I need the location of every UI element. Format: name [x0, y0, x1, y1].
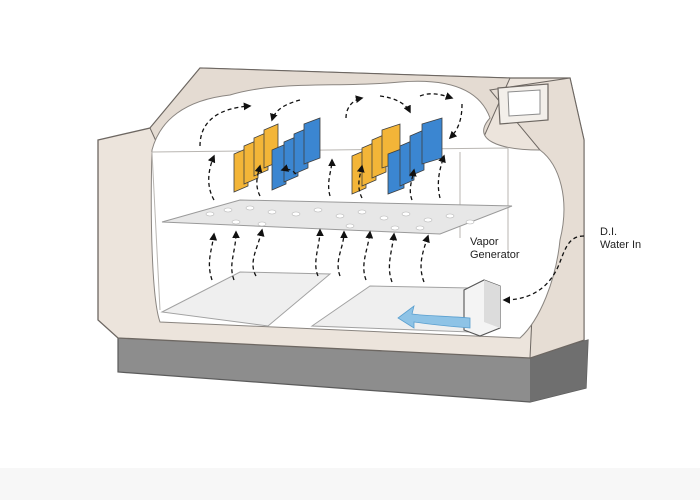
- dashed-flow-arrow-icon: [199, 92, 585, 304]
- vapor-generator-unit: [463, 279, 501, 337]
- vapor-generator-label: Vapor Generator: [470, 236, 520, 261]
- perforated-shelf: [161, 199, 513, 235]
- control-box: [497, 83, 549, 125]
- test-panels-left: [233, 117, 321, 193]
- footer-strip: [0, 468, 700, 500]
- curved-intake-arrow-icon: [397, 305, 471, 329]
- chamber-base: [117, 329, 589, 403]
- di-water-in-label: D.I. Water In: [600, 226, 642, 251]
